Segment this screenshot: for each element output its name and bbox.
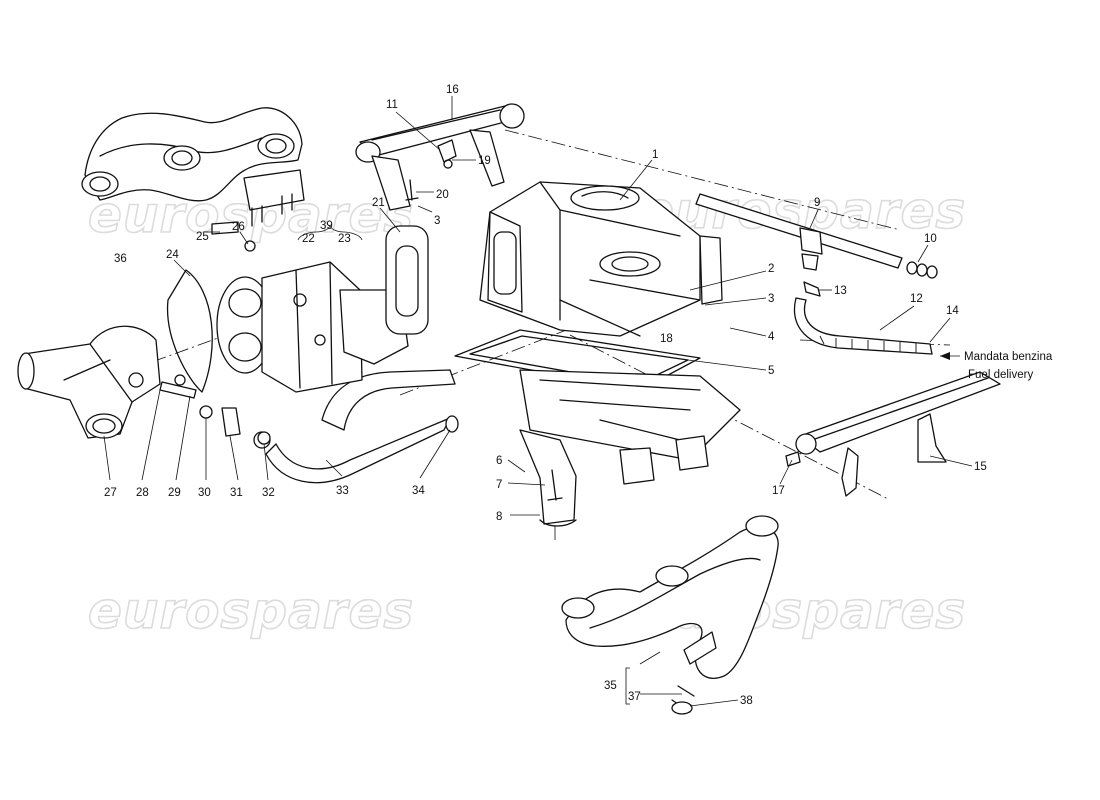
callout-22: 22: [302, 233, 315, 245]
intake-plenum: [479, 181, 723, 337]
fuel-hose-12: [793, 297, 933, 355]
callout-37: 37: [628, 691, 641, 703]
callout-39: 39: [320, 220, 333, 232]
exhaust-manifold-left: [81, 107, 305, 227]
callout-5: 5: [768, 365, 774, 377]
callout-32: 32: [262, 487, 275, 499]
callout-3: 3: [768, 293, 774, 305]
callout-6: 6: [496, 455, 502, 467]
callout-33: 33: [336, 485, 349, 497]
callout-25: 25: [196, 231, 209, 243]
leader-lines: [103, 96, 973, 707]
intake-manifold-lower: [454, 329, 741, 527]
callout-10: 10: [924, 233, 937, 245]
callout-30: 30: [198, 487, 211, 499]
callout-18: 18: [660, 333, 673, 345]
callout-9: 9: [814, 197, 820, 209]
coolant-elbow: [17, 325, 161, 439]
callout-13: 13: [834, 285, 847, 297]
callout-labels: 1 2 3 3 4 5 6 7 8 9 10 11 12 13 14 15 16…: [104, 84, 987, 707]
callout-34: 34: [412, 485, 425, 497]
callout-23: 23: [338, 233, 351, 245]
callout-27: 27: [104, 487, 117, 499]
callout-19: 19: [478, 155, 491, 167]
callout-38: 38: [740, 695, 753, 707]
callout-24: 24: [166, 249, 179, 261]
callout-35: 35: [604, 680, 617, 692]
callout-2: 2: [768, 263, 774, 275]
exhaust-manifold-right: [561, 515, 779, 715]
fuel-note-english: Fuel delivery: [968, 369, 1033, 381]
callout-8: 8: [496, 511, 502, 523]
callout-14: 14: [946, 305, 959, 317]
callout-17: 17: [772, 485, 785, 497]
callout-15: 15: [974, 461, 987, 473]
callout-28: 28: [136, 487, 149, 499]
callout-26: 26: [232, 221, 245, 233]
watermark-bottom-left: eurospares: [88, 582, 414, 640]
callout-1: 1: [652, 149, 658, 161]
fuel-rail-lower: [785, 371, 1001, 497]
callout-7: 7: [496, 479, 502, 491]
callout-4: 4: [768, 331, 775, 343]
callout-11: 11: [386, 99, 398, 111]
callout-36: 36: [114, 253, 127, 265]
coolant-pipe-33: [253, 369, 459, 484]
callout-20: 20: [436, 189, 449, 201]
callout-12: 12: [910, 293, 923, 305]
callout-3: 3: [434, 215, 440, 227]
throttle-gasket: [166, 269, 213, 393]
callout-29: 29: [168, 487, 181, 499]
fuel-delivery-note: Mandata benzina Fuel delivery: [964, 351, 1053, 381]
callout-21: 21: [372, 197, 385, 209]
fuel-rail-upper: [355, 103, 525, 211]
throttle-body: [216, 225, 429, 393]
fuel-pipe-9: [695, 193, 938, 297]
callout-16: 16: [446, 84, 459, 96]
fuel-note-italian: Mandata benzina: [964, 351, 1053, 363]
callout-31: 31: [230, 487, 243, 499]
